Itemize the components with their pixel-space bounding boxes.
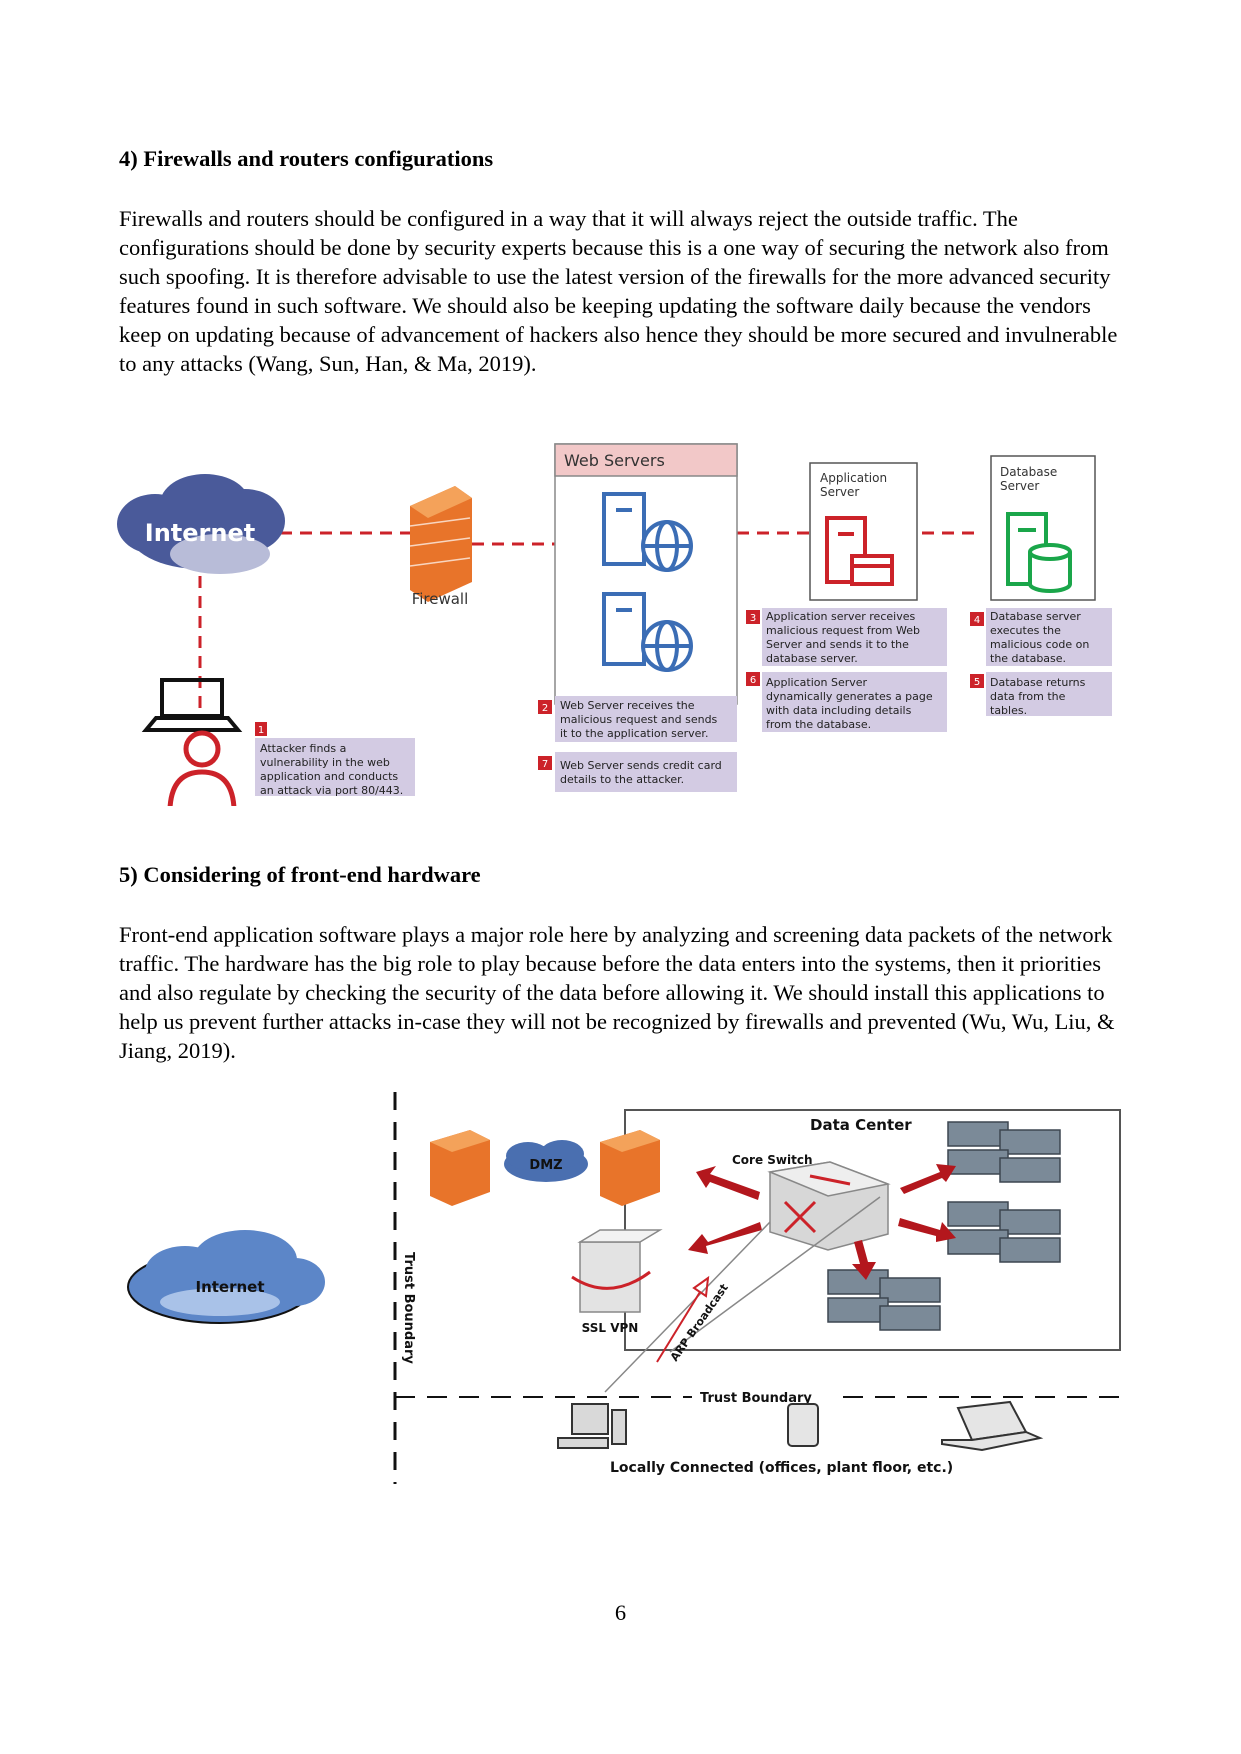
ssl-vpn-label: SSL VPN xyxy=(582,1321,639,1335)
step-2-number: 2 xyxy=(542,703,548,714)
server-rack-icon xyxy=(947,1201,1061,1263)
web-server-globe-icon xyxy=(602,592,693,672)
database-server-icon xyxy=(1006,512,1072,593)
step-6-number: 6 xyxy=(750,675,756,686)
step-1-box: 1 Attacker finds a vulnerability in the … xyxy=(255,722,415,797)
step-5-line: data from the xyxy=(990,690,1066,703)
db-server-label-2: Server xyxy=(1000,479,1039,493)
app-server-label-2: Server xyxy=(820,485,859,499)
ssl-vpn-icon xyxy=(571,1229,663,1313)
traffic-arrows xyxy=(688,1164,956,1280)
step-6-line: dynamically generates a page xyxy=(766,690,933,703)
section-4-paragraph: Firewalls and routers should be configur… xyxy=(119,206,1118,376)
step-7-box: 7 Web Server sends credit card details t… xyxy=(538,752,737,792)
server-rack-icon xyxy=(947,1121,1061,1183)
page-number: 6 xyxy=(614,1600,627,1625)
web-servers-label: Web Servers xyxy=(564,451,665,470)
step-5-box: 5 Database returns data from the tables. xyxy=(970,672,1112,717)
firewall-icon xyxy=(409,486,472,602)
step-3-line: database server. xyxy=(766,652,858,665)
step-5-number: 5 xyxy=(974,677,980,688)
laptop-icon xyxy=(141,678,243,732)
locally-connected-label: Locally Connected (offices, plant floor,… xyxy=(610,1460,953,1476)
internet-label: Internet xyxy=(145,519,255,547)
section-5-heading: 5) Considering of front-end hardware xyxy=(119,862,481,887)
step-2-line: Web Server receives the xyxy=(560,699,695,712)
step-3-line: Application server receives xyxy=(766,610,915,623)
step-6-line: Application Server xyxy=(766,676,868,689)
step-1-line: application and conducts xyxy=(260,770,398,783)
vertical-trust-boundary-label: Trust Boundary xyxy=(401,1252,416,1364)
horizontal-trust-boundary-label: Trust Boundary xyxy=(700,1391,812,1406)
step-1-number: 1 xyxy=(258,725,264,736)
step-4-line: the database. xyxy=(990,652,1066,665)
web-server-globe-icon xyxy=(602,492,693,572)
step-1-line: Attacker finds a xyxy=(260,742,346,755)
data-center-label: Data Center xyxy=(810,1116,912,1134)
step-1-line: vulnerability in the web xyxy=(260,756,390,769)
web-attack-diagram: Internet Firewall Web Servers xyxy=(117,443,1112,806)
step-1-line: an attack via port 80/443. xyxy=(260,784,403,797)
step-7-number: 7 xyxy=(542,759,548,770)
dmz-label: DMZ xyxy=(529,1158,562,1173)
section-4-heading: 4) Firewalls and routers configurations xyxy=(119,146,494,171)
step-6-line: with data including details xyxy=(766,704,912,717)
step-4-line: Database server xyxy=(990,610,1081,623)
step-7-line: details to the attacker. xyxy=(560,773,684,786)
step-4-number: 4 xyxy=(974,615,980,626)
step-4-line: executes the xyxy=(990,624,1061,637)
core-switch-icon xyxy=(767,1161,891,1251)
step-3-line: malicious request from Web xyxy=(766,624,920,637)
internet-cloud-icon xyxy=(127,1230,325,1324)
db-server-label-1: Database xyxy=(1000,465,1057,479)
step-2-line: malicious request and sends xyxy=(560,713,718,726)
firewall-label: Firewall xyxy=(412,590,469,608)
step-5-line: tables. xyxy=(990,704,1027,717)
firewall-icon xyxy=(600,1130,660,1206)
firewall-icon xyxy=(430,1130,490,1206)
step-6-line: from the database. xyxy=(766,718,871,731)
internet-cloud-icon xyxy=(117,474,285,574)
data-center-diagram: Trust Boundary Trust Boundary Data Cente… xyxy=(127,1092,1121,1484)
server-rack-icon xyxy=(827,1269,941,1331)
step-4-line: malicious code on xyxy=(990,638,1089,651)
step-2-line: it to the application server. xyxy=(560,727,708,740)
step-6-box: 6 Application Server dynamically generat… xyxy=(746,672,947,732)
app-server-label-1: Application xyxy=(820,471,887,485)
step-7-line: Web Server sends credit card xyxy=(560,759,722,772)
step-2-box: 2 Web Server receives the malicious requ… xyxy=(538,696,737,742)
internet-label: Internet xyxy=(195,1278,264,1296)
step-3-number: 3 xyxy=(750,613,756,624)
dmz-cloud-icon xyxy=(504,1140,588,1182)
step-5-line: Database returns xyxy=(990,676,1086,689)
attacker-person-icon xyxy=(167,730,237,806)
step-4-box: 4 Database server executes the malicious… xyxy=(970,608,1112,666)
section-5-paragraph: Front-end application software plays a m… xyxy=(119,922,1115,1063)
core-switch-label: Core Switch xyxy=(732,1153,813,1167)
laptop-icon xyxy=(941,1400,1044,1452)
tablet-icon xyxy=(787,1403,819,1447)
desktop-computer-icon xyxy=(557,1403,627,1449)
step-3-line: Server and sends it to the xyxy=(766,638,909,651)
application-server-icon xyxy=(825,516,894,586)
step-3-box: 3 Application server receives malicious … xyxy=(746,608,947,666)
